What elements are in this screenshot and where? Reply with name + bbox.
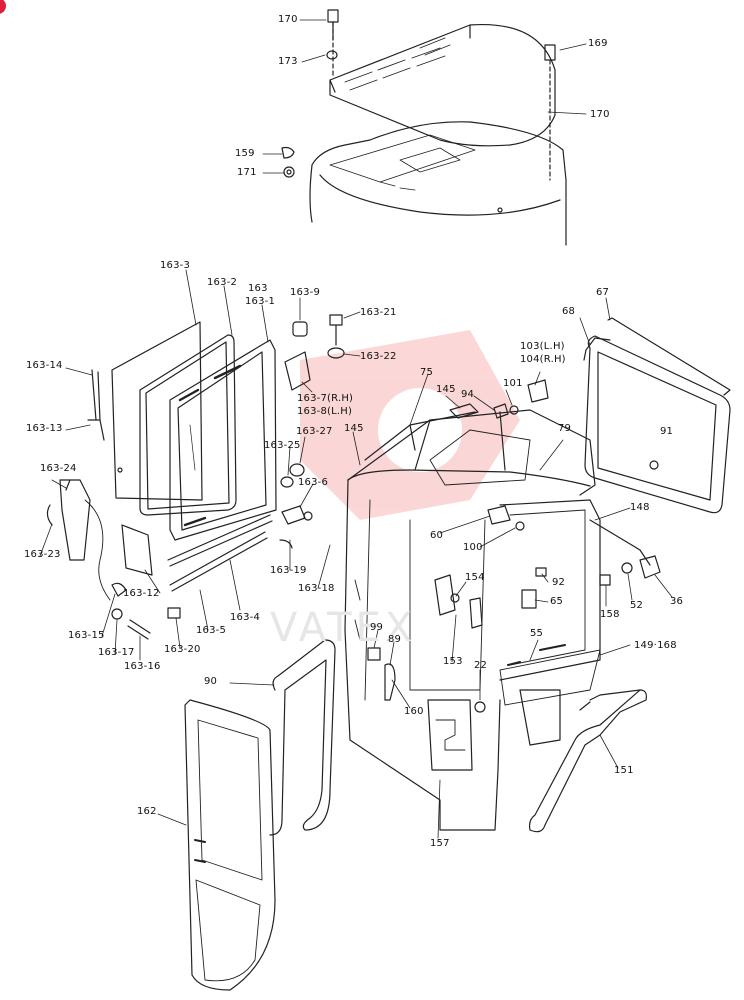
callout-145-lower: 145: [344, 423, 364, 434]
door-162: [184, 699, 276, 991]
callout-36: 36: [670, 596, 684, 607]
cab-top-shell: [281, 121, 567, 246]
watermark-text: VATEX: [270, 605, 417, 651]
callout-162: 162: [137, 806, 157, 817]
callout-163-20: 163-20: [164, 644, 201, 655]
callout-163-8: 163-8(L.H): [297, 406, 353, 417]
callout-163-21: 163-21: [360, 307, 397, 318]
callout-160: 160: [404, 706, 424, 717]
callout-163-9: 163-9: [290, 287, 321, 298]
seal-163-2: [139, 334, 237, 516]
callout-153: 153: [443, 656, 463, 667]
callout-163-24: 163-24: [40, 463, 77, 474]
callout-79: 79: [558, 423, 572, 434]
callout-60: 60: [430, 530, 444, 541]
callout-68: 68: [562, 306, 576, 317]
callout-67: 67: [596, 287, 610, 298]
callout-163-5: 163-5: [196, 625, 227, 636]
callout-154: 154: [465, 572, 485, 583]
callout-91: 91: [660, 426, 674, 437]
callout-173: 173: [278, 56, 298, 67]
callout-163-3: 163-3: [160, 260, 191, 271]
handrail-151: [528, 689, 647, 833]
callout-89: 89: [388, 634, 402, 645]
callout-163-13: 163-13: [26, 423, 63, 434]
door-seal-90: [269, 639, 336, 836]
callout-163-1: 163-1: [245, 296, 276, 307]
cab-main-body: [344, 409, 651, 831]
wiper-parts: [46, 369, 181, 640]
callout-92: 92: [552, 577, 566, 588]
corner-marker-icon: [0, 0, 6, 14]
callout-159: 159: [235, 148, 255, 159]
callout-65: 65: [550, 596, 564, 607]
callout-163-2: 163-2: [207, 277, 238, 288]
callout-158: 158: [600, 609, 620, 620]
callout-171: 171: [237, 167, 257, 178]
callout-163-19: 163-19: [270, 565, 307, 576]
callout-94: 94: [461, 389, 475, 400]
door-glass-163-3: [111, 321, 203, 501]
callout-148: 148: [630, 502, 650, 513]
callout-145-upper: 145: [436, 384, 456, 395]
callout-163-23: 163-23: [24, 549, 61, 560]
callout-101: 101: [503, 378, 523, 389]
callout-163-25: 163-25: [264, 440, 301, 451]
callout-22: 22: [474, 660, 488, 671]
callout-104-rh: 104(R.H): [520, 354, 566, 365]
callout-151: 151: [614, 765, 634, 776]
callout-157: 157: [430, 838, 450, 849]
callout-163-14: 163-14: [26, 360, 63, 371]
fastener-parts-right: [367, 379, 661, 701]
strips-163-4-163-5: [167, 514, 273, 592]
callout-163-27: 163-27: [296, 426, 333, 437]
callout-163-6: 163-6: [298, 477, 329, 488]
callout-170-top: 170: [278, 14, 298, 25]
callout-163-22: 163-22: [360, 351, 397, 362]
callout-169: 169: [588, 38, 608, 49]
callout-163-17: 163-17: [98, 647, 135, 658]
callout-163-18: 163-18: [298, 583, 335, 594]
leader-lines: [39, 19, 673, 839]
door-frame-163: [169, 339, 277, 541]
callout-100: 100: [463, 542, 483, 553]
callout-163-4: 163-4: [230, 612, 261, 623]
callout-90: 90: [204, 676, 218, 687]
callout-170-right: 170: [590, 109, 610, 120]
callout-149-168: 149·168: [634, 640, 677, 651]
roof-top-panel: [326, 9, 556, 181]
callout-163-15: 163-15: [68, 630, 105, 641]
fastener-parts-upper: [279, 314, 345, 549]
callout-99: 99: [370, 622, 384, 633]
callout-163-7: 163-7(R.H): [297, 393, 354, 404]
callout-163-12: 163-12: [123, 588, 160, 599]
callout-52: 52: [630, 600, 644, 611]
callout-103-lh: 103(L.H): [520, 341, 565, 352]
callout-163: 163: [248, 283, 268, 294]
right-window-glass-79: [583, 317, 731, 514]
callout-75: 75: [420, 367, 434, 378]
callout-55: 55: [530, 628, 544, 639]
callout-163-16: 163-16: [124, 661, 161, 672]
